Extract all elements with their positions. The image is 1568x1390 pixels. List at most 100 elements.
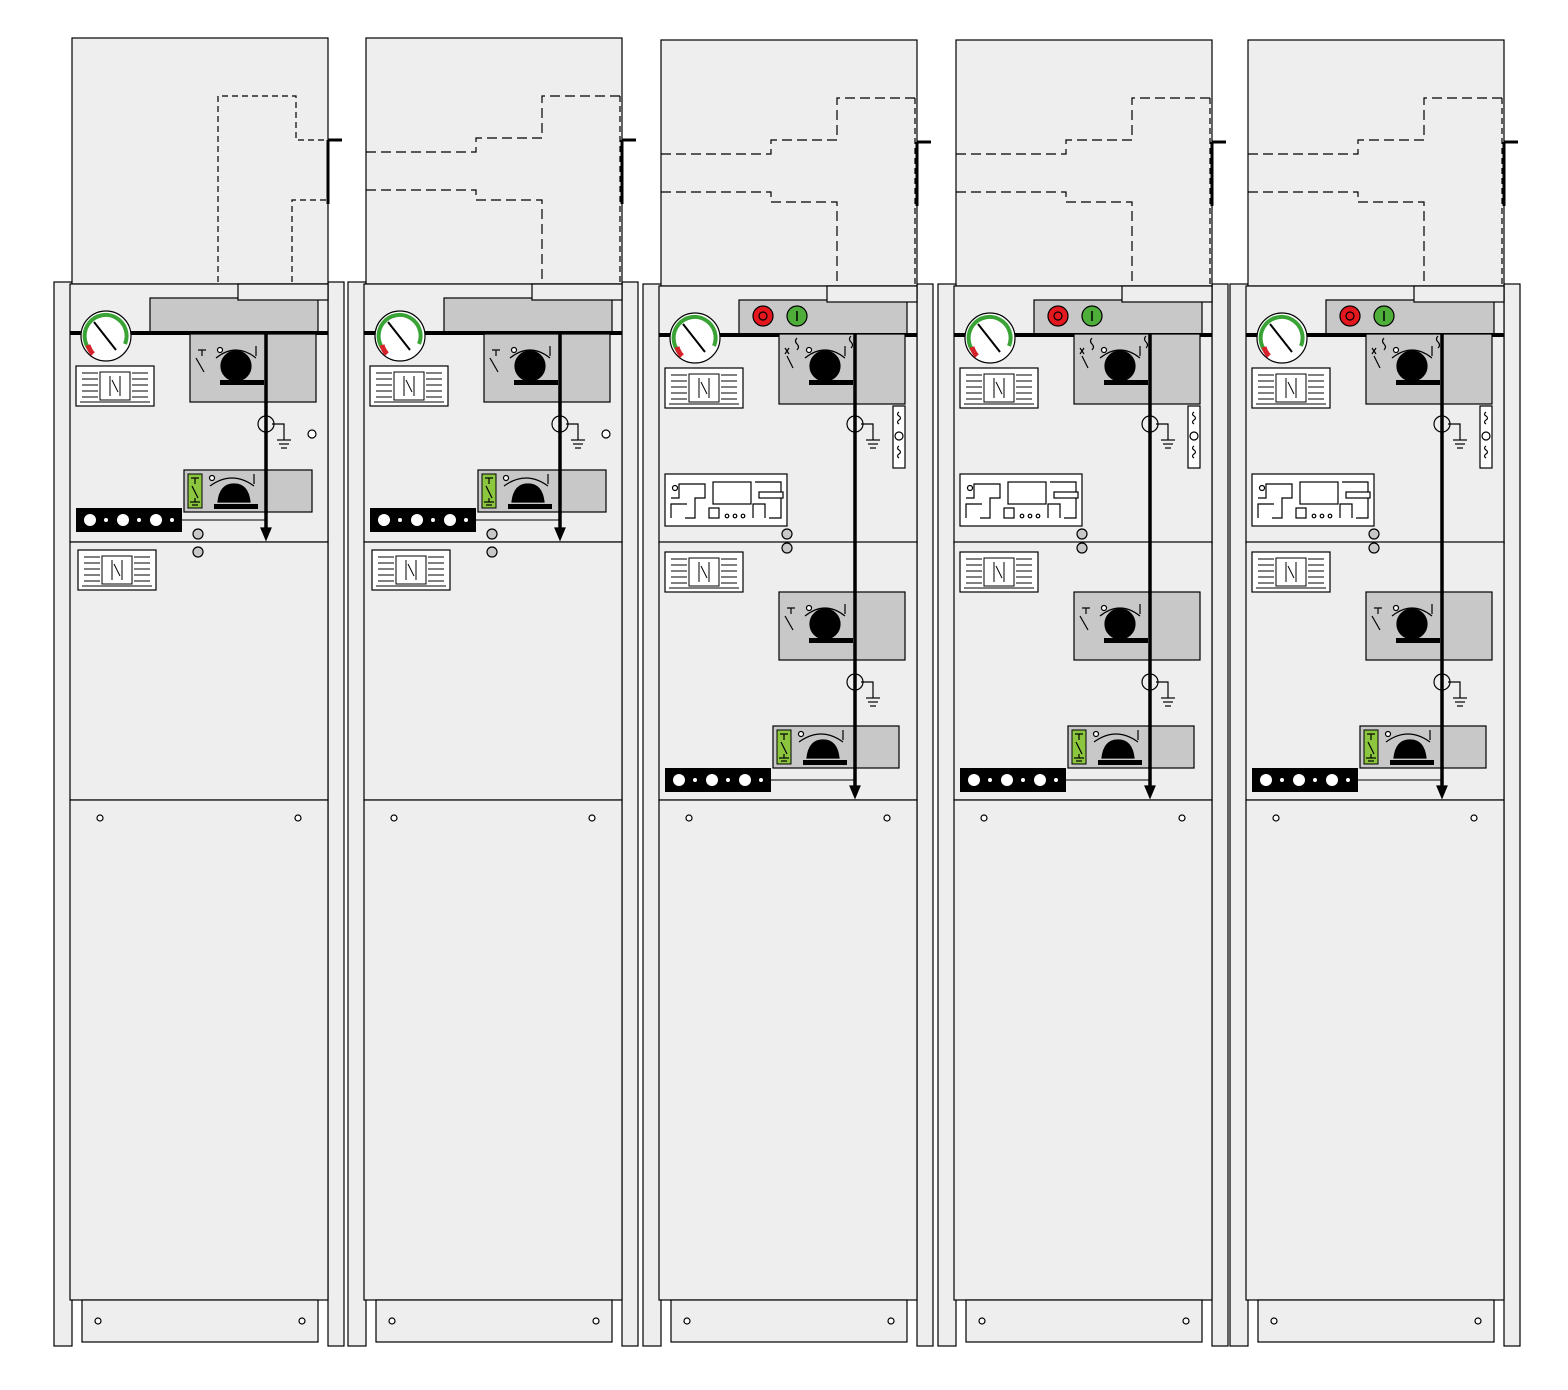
pressure-gauge-1-needle (93, 321, 117, 351)
disconnector-mechanism-5-indicator-dot (1392, 604, 1400, 612)
earthing-mechanism-4-earth-switch-icon (1074, 733, 1084, 762)
lower-front-panel-1 (69, 799, 329, 1301)
voltage-indicator-strip-1-socket-2 (117, 514, 129, 526)
label-plate-upper-3 (664, 367, 744, 409)
busbar-dashed-outline-5 (1248, 97, 1503, 284)
label-plate-upper-4 (959, 367, 1039, 409)
voltage-indicator-strip-3-socket-5 (759, 778, 763, 782)
disconnector-mechanism-4-knob-icon (1104, 608, 1136, 640)
breaker-mechanism-5-indicator-dot (1392, 346, 1400, 354)
plinth-screw-right-3 (887, 1317, 895, 1325)
earthing-mechanism-1-earth-switch-icon (190, 477, 200, 506)
earthing-mechanism-2-earth-switch-icon (484, 477, 494, 506)
base-plinth-1 (81, 1299, 319, 1343)
voltage-indicator-strip-4-socket-3 (1021, 778, 1025, 782)
lower-front-panel-2 (363, 799, 623, 1301)
voltage-indicator-strip-3-socket-2 (706, 774, 718, 786)
voltage-indicator-strip-3 (665, 768, 771, 792)
pressure-gauge-2 (374, 310, 426, 362)
disconnector-mechanism-3-knob-icon (809, 608, 841, 640)
voltage-indicator-strip-4 (960, 768, 1066, 792)
disconnector-mechanism-5-knob-icon (1396, 608, 1428, 640)
switch-mechanism-1-box (189, 333, 317, 403)
earthing-mechanism-5-rotation-arrow-icon (1385, 733, 1431, 743)
side-frame-right-1 (327, 281, 345, 1347)
breaker-mechanism-3-spring-icon (848, 335, 854, 349)
plinth-screw-right-5 (1474, 1317, 1482, 1325)
earthing-mechanism-4-rotation-arrow-icon (1093, 733, 1139, 743)
busbar-compartment-3 (660, 39, 918, 287)
feeder-arrow-icon-3 (849, 785, 861, 800)
voltage-indicator-strip-2-socket-5 (464, 518, 468, 522)
pressure-gauge-4 (964, 312, 1016, 364)
feeder-arrow-icon-1 (260, 527, 272, 542)
earthing-mechanism-1-knob-icon (217, 483, 251, 503)
switch-mechanism-2-box (483, 333, 611, 403)
pressure-gauge-1-red-arc (85, 344, 95, 356)
breaker-mechanism-3-box (778, 333, 906, 405)
earthing-mechanism-3-knob-icon (806, 739, 840, 759)
earthing-mechanism-3-rotation-arrow-icon (798, 733, 844, 743)
breaker-mechanism-4-indicator-dot (1100, 346, 1108, 354)
panel-unit-4 (937, 39, 1229, 1347)
earthing-mechanism-1-knob-base (214, 504, 258, 509)
side-frame-right-2 (621, 281, 639, 1347)
open-button-ring-5 (1345, 311, 1355, 321)
voltage-indicator-strip-5-socket-1 (1280, 778, 1284, 782)
disconnector-mechanism-4 (1073, 591, 1201, 661)
breaker-mechanism-5-knob-icon (1396, 350, 1428, 382)
disconnector-mechanism-3-knob-base (809, 638, 853, 643)
base-plinth-3 (670, 1299, 908, 1343)
busbar-dashed-outline-2 (366, 95, 621, 282)
open-button-3 (752, 305, 774, 327)
plinth-screw-right-2 (592, 1317, 600, 1325)
lamp-2-1 (192, 546, 204, 558)
voltage-indicator-strip-5 (1252, 768, 1358, 792)
plinth-screw-right-1 (298, 1317, 306, 1325)
side-frame-left-4 (937, 283, 957, 1347)
protection-relay-4 (959, 473, 1083, 527)
cover-screw-right-1 (294, 814, 302, 822)
breaker-mechanism-5-symbol-icon (1371, 337, 1387, 369)
switch-mechanism-2-symbol-icon (489, 349, 500, 373)
breaker-mechanism-3 (778, 333, 906, 405)
cover-screw-left-5 (1272, 814, 1280, 822)
breaker-mechanism-3-knob-base (809, 380, 853, 385)
plinth-screw-right-4 (1182, 1317, 1190, 1325)
lamp-1-2 (486, 528, 498, 540)
panel-unit-1 (53, 37, 345, 1347)
top-latch-1 (237, 283, 329, 301)
voltage-indicator-strip-1 (76, 508, 182, 532)
busbar-compartment-4 (955, 39, 1213, 287)
voltage-indicator-strip-5-socket-3 (1313, 778, 1317, 782)
pressure-gauge-1-green-arc (82, 312, 129, 352)
top-latch-5 (1413, 285, 1505, 303)
cover-screw-right-5 (1470, 814, 1478, 822)
test-socket-2 (601, 429, 611, 439)
side-frame-left-5 (1229, 283, 1249, 1347)
voltage-indicator-strip-1-socket-0 (84, 514, 96, 526)
cover-screw-left-4 (980, 814, 988, 822)
switch-mechanism-1 (189, 333, 317, 403)
voltage-indicator-strip-2-socket-2 (411, 514, 423, 526)
breaker-mechanism-4-symbol-icon (1079, 337, 1095, 369)
breaker-mechanism-4-knob-base (1104, 380, 1148, 385)
busbar-compartment-2 (365, 37, 623, 285)
voltage-indicator-strip-3-socket-3 (726, 778, 730, 782)
panel-unit-5 (1229, 39, 1521, 1347)
top-latch-4 (1121, 285, 1213, 303)
label-plate-lower-5 (1251, 551, 1331, 593)
busbar-compartment-5 (1247, 39, 1505, 287)
breaker-mechanism-5-knob-base (1396, 380, 1440, 385)
side-frame-right-5 (1503, 283, 1521, 1347)
breaker-mechanism-4-knob-icon (1104, 350, 1136, 382)
pressure-gauge-2-needle (387, 321, 411, 351)
pressure-gauge-4-red-arc (969, 346, 979, 358)
pressure-gauge-1 (80, 310, 132, 362)
earthing-mechanism-3 (772, 725, 900, 769)
switch-mechanism-1-knob-base (220, 380, 264, 385)
voltage-indicator-strip-2-socket-3 (431, 518, 435, 522)
open-button-ring-3 (758, 311, 768, 321)
cover-screw-right-4 (1178, 814, 1186, 822)
